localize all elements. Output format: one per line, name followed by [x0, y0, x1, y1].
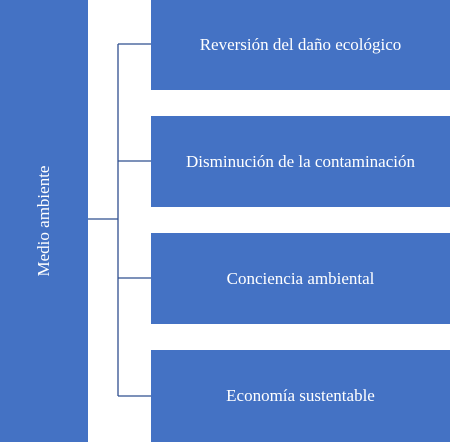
child-node-label: Disminución de la contaminación [186, 151, 415, 171]
root-node-label: Medio ambiente [34, 165, 53, 277]
child-node-economia-sustentable: Economía sustentable [151, 350, 450, 442]
child-node-disminucion-contaminacion: Disminución de la contaminación [151, 116, 450, 207]
root-node-medio-ambiente: Medio ambiente [0, 0, 88, 442]
child-node-conciencia-ambiental: Conciencia ambiental [151, 233, 450, 324]
child-node-label: Conciencia ambiental [226, 268, 375, 288]
child-node-label: Reversión del daño ecológico [199, 35, 402, 54]
child-node-label: Economía sustentable [226, 386, 375, 405]
child-node-reversion-dano-ecologico: Reversión del daño ecológico [151, 0, 450, 90]
